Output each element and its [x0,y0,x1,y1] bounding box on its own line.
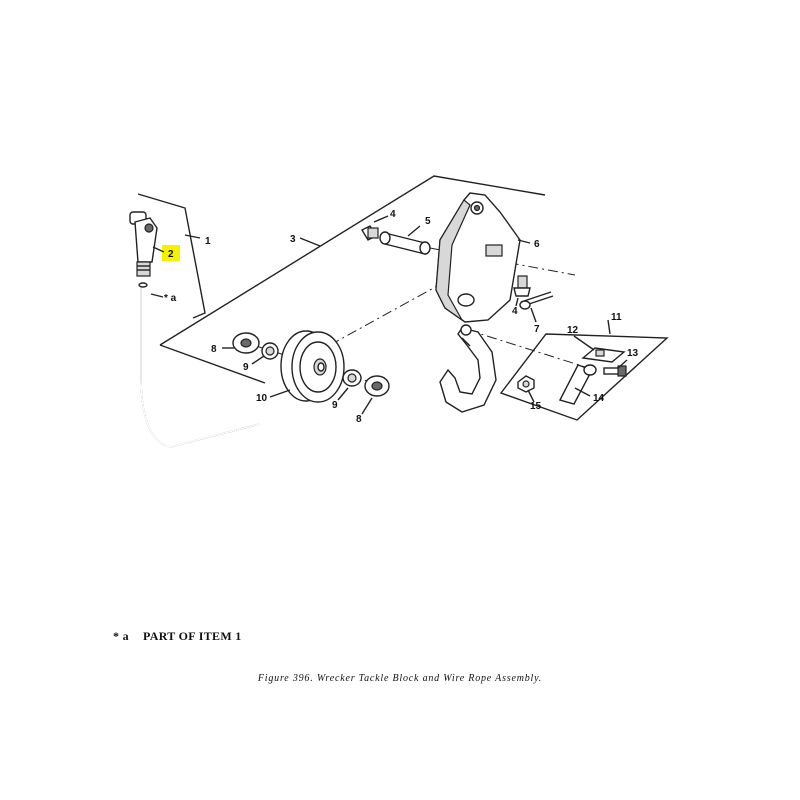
callout-7: 7 [534,324,540,335]
figure-caption: Figure 396. Wrecker Tackle Block and Wir… [257,673,543,684]
item-1-bracket [137,193,206,319]
spacer-lower-right [364,375,390,397]
bushing-upper-left [261,342,279,360]
callout-1: 1 [205,236,211,247]
item-11-panel-outline [499,319,669,421]
bushing-lower-right [342,369,362,387]
callout-4-lower: 4 [512,306,518,317]
item-3-panel-outline [159,175,546,384]
wire-rope-clamp [129,211,158,277]
footnote-marker: * a [113,629,129,643]
callout-9-right: 9 [332,400,338,411]
callout-14: 14 [593,393,605,404]
callout-2: 2 [168,249,174,260]
latch-spring-plate [558,364,597,405]
callout-a: * a [164,293,177,304]
latch-screw [603,365,627,377]
callout-12: 12 [567,325,579,336]
sheave [280,330,345,403]
latch-clip [581,347,626,363]
callout-8-left: 8 [211,344,217,355]
leader-lines [222,215,628,415]
callout-5: 5 [425,216,431,227]
wire-rope [138,282,261,448]
lubrication-fitting-lower [513,275,531,297]
hook [439,324,497,413]
callout-10: 10 [256,393,268,404]
cotter-pin [519,291,554,310]
callout-8-right: 8 [356,414,362,425]
latch-nut [517,375,535,393]
footnote-text: PART OF ITEM 1 [143,629,242,643]
callout-13: 13 [627,348,639,359]
sheave-pin [379,231,431,255]
callout-9-left: 9 [243,362,249,373]
callout-15: 15 [530,401,542,412]
callout-2-highlight [162,245,180,261]
block-side-plate [435,192,521,323]
footnote: * a PART OF ITEM 1 [113,629,242,644]
callout-3: 3 [290,234,296,245]
callout-4-upper: 4 [390,209,396,220]
spacer-upper-left [232,332,260,354]
callout-11: 11 [611,312,622,323]
lubrication-fitting-upper [361,225,379,241]
callout-6: 6 [534,239,540,250]
